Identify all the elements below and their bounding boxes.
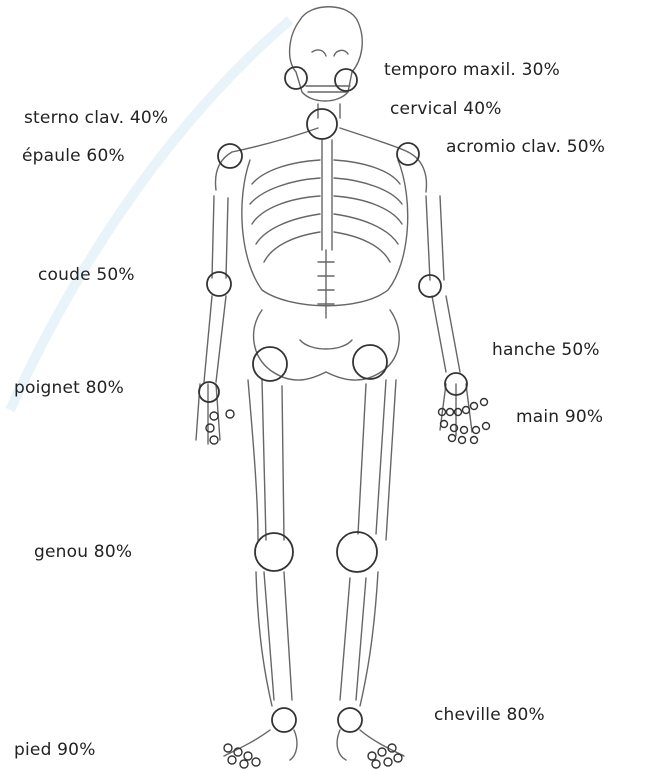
cervical-circle [307,109,337,139]
label-cheville: cheville 80% [434,705,545,725]
cheville-left-circle [272,708,296,732]
cheville-right-circle [338,708,362,732]
label-hanche: hanche 50% [492,340,600,360]
label-cervical: cervical 40% [390,99,502,119]
label-sterno-clav: sterno clav. 40% [24,108,168,128]
temporo-maxil-right-circle [335,69,357,91]
label-main: main 90% [516,407,603,427]
watermark [10,20,290,410]
coude-left-circle [207,272,231,296]
genou-right-circle [337,532,377,572]
label-pied: pied 90% [14,740,96,760]
temporo-maxil-left-circle [285,67,307,89]
genou-left-circle [255,533,293,571]
label-temporo-maxil: temporo maxil. 30% [384,60,560,80]
epaule-circle [218,144,242,168]
label-acromio-clav: acromio clav. 50% [446,137,605,157]
hanche-left-circle [253,347,287,381]
skeleton-outline [196,7,472,760]
hanche-right-circle [353,345,387,379]
joint-markers [199,67,467,732]
label-epaule: épaule 60% [22,146,125,166]
skull [290,7,363,101]
label-poignet: poignet 80% [14,378,124,398]
label-genou: genou 80% [34,542,132,562]
acromio-clav-circle [397,143,419,165]
label-coude: coude 50% [38,265,135,285]
